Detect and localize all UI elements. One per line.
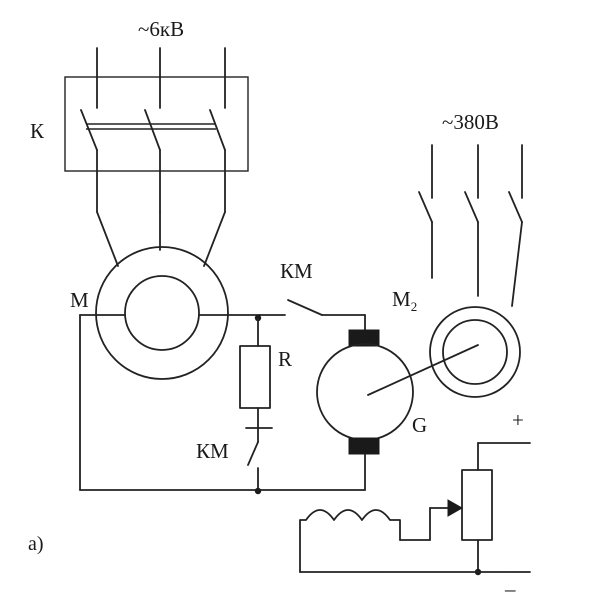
plus-label: + <box>512 408 524 432</box>
generator-g: G <box>316 329 427 491</box>
resistor-r: R <box>239 317 292 429</box>
shaft <box>367 344 479 396</box>
excitation-circuit: + – <box>299 408 531 600</box>
generator-armature <box>316 343 414 441</box>
generator-brush-top <box>348 329 380 347</box>
circuit-breaker-k: К <box>30 76 249 213</box>
motor-m: М <box>70 246 229 380</box>
contactor-km-bottom-label: КМ <box>196 439 229 463</box>
motor-m2-label: М2 <box>392 287 417 314</box>
figure-tag: а) <box>28 533 44 555</box>
hv-supply-label: ~6кВ <box>138 17 184 41</box>
potentiometer-wiper-arrow <box>447 499 464 517</box>
contactor-km-top: КМ <box>280 259 366 331</box>
contactor-km-top-label: КМ <box>280 259 313 283</box>
motor-m2-stator <box>429 306 521 398</box>
lv-supply-label: ~380В <box>442 110 499 134</box>
motor-m2: М2 <box>392 287 521 398</box>
breaker-enclosure <box>64 76 249 172</box>
field-winding <box>299 509 401 573</box>
motor-m-rotor <box>124 275 200 351</box>
motor-m-label: М <box>70 288 89 312</box>
motor-m2-rotor <box>442 319 508 385</box>
potentiometer-body <box>461 469 493 541</box>
hv-supply: ~6кВ <box>96 17 226 109</box>
contactor-km-bottom: КМ <box>196 427 273 492</box>
generator-brush-bottom <box>348 437 380 455</box>
minus-label: – <box>504 577 516 600</box>
rotor-circuit <box>79 314 366 495</box>
generator-label: G <box>412 413 427 437</box>
motor-m-stator <box>95 246 229 380</box>
resistor-body <box>239 345 271 409</box>
breaker-label: К <box>30 119 45 143</box>
resistor-label: R <box>278 347 292 371</box>
lv-supply: ~380В <box>418 110 523 307</box>
motor-m-leads <box>96 211 226 267</box>
